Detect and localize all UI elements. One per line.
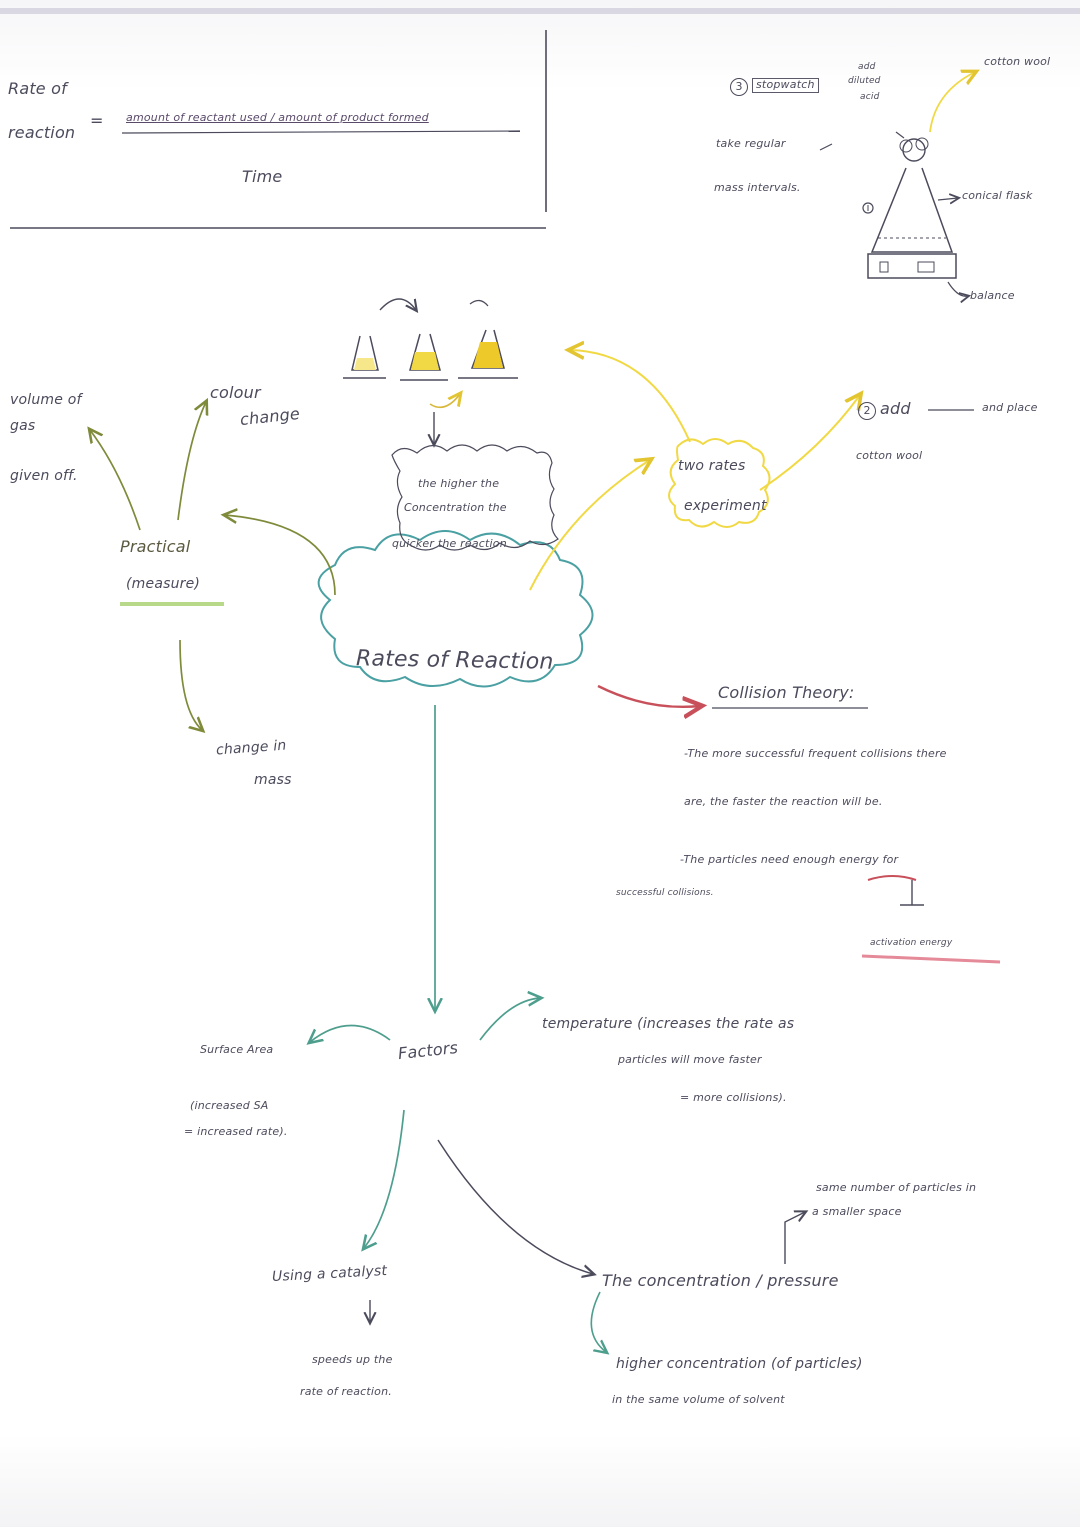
formula-denominator: Time [242,167,283,186]
concentration-note-cloud [391,444,559,551]
arrow-to-flasks [570,350,691,443]
catalyst-line1: speeds up the [312,1353,393,1366]
arrow-to-method [759,395,860,491]
gas-line2: gas [10,418,36,434]
add-acid-line3: acid [860,92,880,102]
center-title: Rates of Reaction [355,646,554,675]
take-regular-line2: mass intervals. [714,181,801,194]
collision-p1-line1: -The more successful frequent collisions… [684,747,947,760]
practical-subtitle: (measure) [126,576,201,592]
balance-label: balance [970,289,1015,302]
temperature-line3: = more collisions). [680,1091,787,1104]
two-rates-line1: two rates [678,458,746,474]
temperature-line2: particles will move faster [618,1053,762,1066]
surface-area-line3: = increased rate). [184,1125,288,1138]
arrow-to-higher-concentration [590,1291,606,1352]
conical-flask-apparatus [819,72,975,411]
arrow-to-same-number [784,1212,805,1264]
arrow-to-practical [225,515,336,596]
cotton-wool-label: cotton wool [984,55,1051,68]
add-step-label: add [880,399,911,418]
arrow-to-collision [597,684,700,707]
conical-flask-label: conical flask [962,189,1033,202]
concentration-note-line1: the higher the [418,477,500,490]
mass-line2: mass [254,772,292,788]
activation-energy-label: activation energy [870,938,953,948]
same-number-line1: same number of particles in [816,1181,977,1194]
collision-p1-line2: are, the faster the reaction will be. [684,795,883,808]
cotton-step-label: cotton wool [856,449,923,462]
reaction-label: reaction [8,123,76,142]
colour-line1: colour [210,383,261,402]
step-3-badge: 3 [730,78,748,96]
arrow-to-catalyst [364,1109,405,1248]
concentration-title: The concentration / pressure [602,1271,839,1290]
add-acid-line1: add [858,62,876,72]
arrow-to-colour [177,402,206,521]
paper-edge [0,8,1080,14]
two-rates-cloud [668,438,771,528]
add-acid-line2: diluted [848,76,881,86]
concentration-note-line2: Concentration the [404,501,507,514]
arrow-to-gas [90,430,141,531]
collision-title: Collision Theory: [718,683,855,702]
rate-label: Rate of [8,79,67,98]
formula-box [10,30,547,229]
concentration-note-line3: quicker the reaction [392,537,507,550]
catalyst-line2: rate of reaction. [300,1385,392,1398]
arrow-to-two-rates [529,460,650,591]
surface-area-line1: Surface Area [200,1043,274,1056]
concentration-line1: higher concentration (of particles) [616,1356,863,1372]
temperature-line1: temperature (increases the rate as [542,1016,795,1032]
energy-underline [867,875,917,881]
collision-p2-line2: successful collisions. [616,888,714,898]
practical-title: Practical [120,537,191,556]
concentration-line2: in the same volume of solvent [612,1393,785,1406]
arrow-to-mass [179,639,202,730]
arrow-to-concentration [437,1139,593,1274]
take-regular-line1: take regular [716,137,786,150]
arrow-to-temperature [479,998,540,1041]
surface-area-line2: (increased SA [190,1099,269,1112]
formula-numerator: amount of reactant used / amount of prod… [126,111,429,124]
two-rates-line2: experiment [684,498,767,514]
equals-sign: = [90,111,104,130]
activation-highlight [861,954,1001,964]
and-place-label: and place [982,401,1038,414]
gas-line3: given off. [10,468,78,484]
same-number-line2: a smaller space [812,1205,902,1218]
rates-of-reaction-cloud [317,530,594,688]
gas-line1: volume of [10,392,82,408]
collision-p2-line1: -The particles need enough energy for [680,853,899,866]
flasks-illustration [343,298,518,444]
arrow-to-surface-area [310,1024,391,1042]
stopwatch-label: stopwatch [752,78,819,93]
step-2-badge: 2 [858,402,876,420]
